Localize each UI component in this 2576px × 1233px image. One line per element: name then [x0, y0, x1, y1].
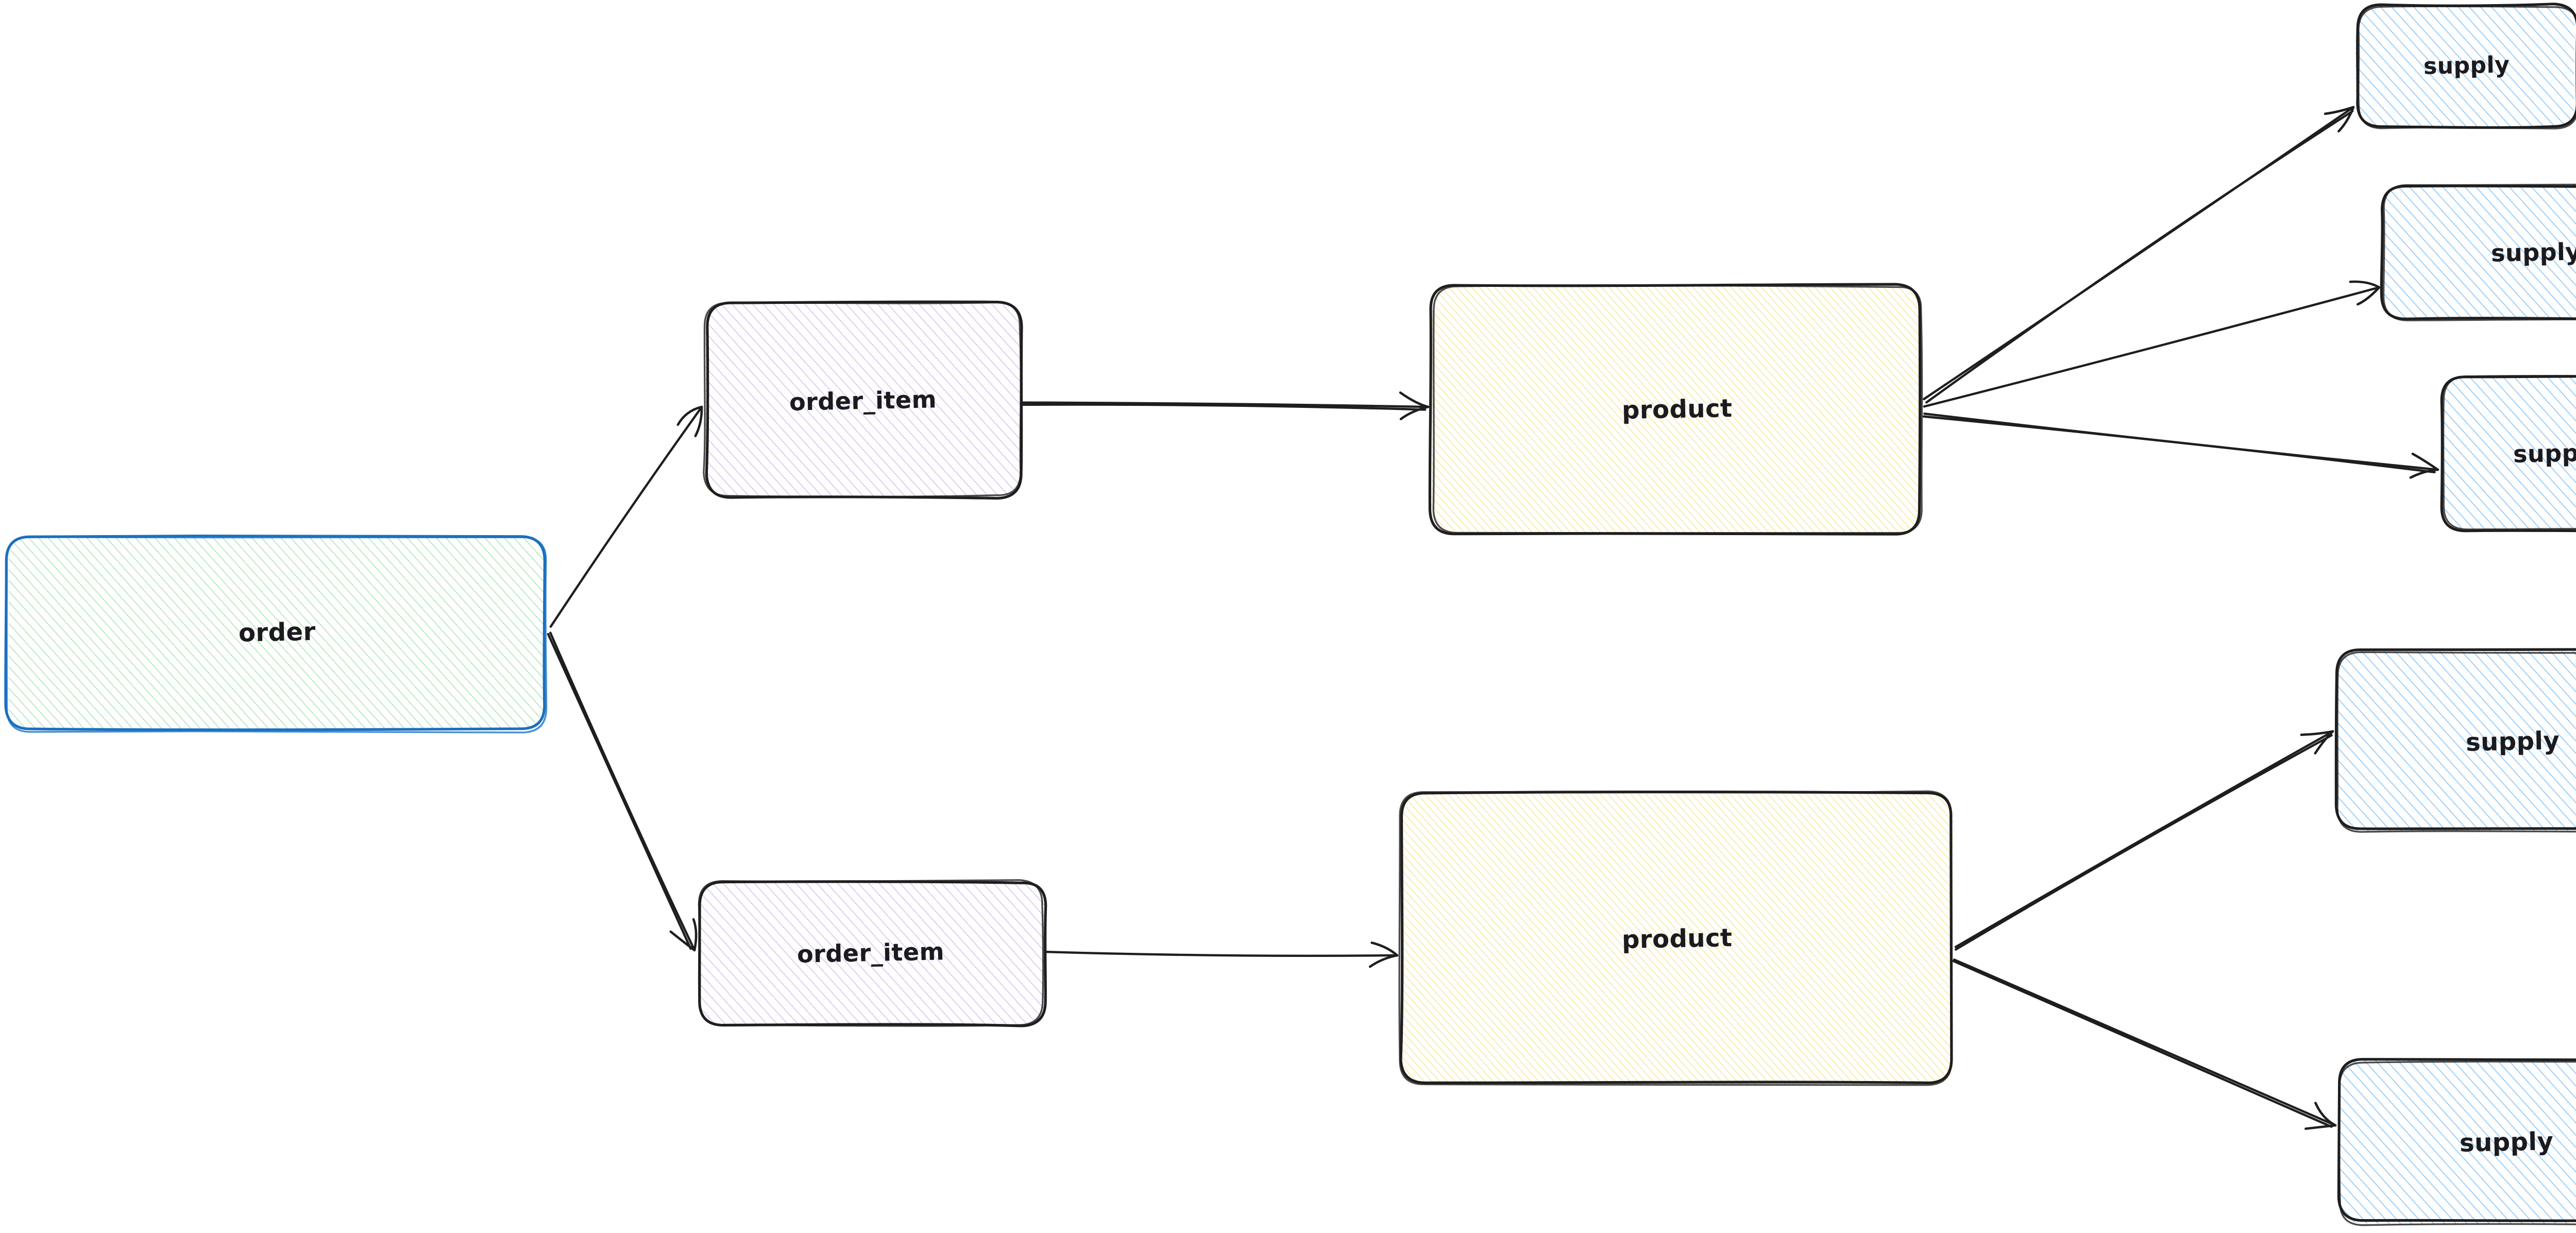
- node-order_item_1[interactable]: [703, 300, 1023, 500]
- edge-order-to-order_item_2[interactable]: [547, 631, 698, 952]
- node-label: supply: [2490, 237, 2576, 267]
- node-order-hit[interactable]: order: [8, 536, 546, 729]
- node-hatch-fill: [8, 535, 546, 730]
- node-hatch-fill: [2355, 5, 2575, 127]
- node-supply_1-hit[interactable]: supply: [2357, 5, 2576, 126]
- node-supply_2[interactable]: [2380, 183, 2576, 322]
- edge-product_1-supply_3[interactable]: [1922, 413, 2439, 479]
- node-label: product: [1621, 923, 1733, 954]
- node-outline: [2442, 375, 2576, 530]
- node-label: supply: [2423, 52, 2510, 80]
- node-supply_5-hit[interactable]: supply: [2339, 1061, 2576, 1223]
- node-order_item_2-hit[interactable]: order_item: [698, 881, 1043, 1025]
- edge-product_2-supply_4[interactable]: [1954, 730, 2334, 951]
- edge-product_1-supply_2[interactable]: [1923, 280, 2381, 408]
- node-label: supply: [2513, 438, 2576, 468]
- edge-product_2-supply_5[interactable]: [1952, 958, 2337, 1130]
- node-product_2-hit[interactable]: product: [1401, 793, 1953, 1084]
- node-outline: [2338, 1060, 2576, 1226]
- node-label: supply: [2459, 1126, 2554, 1158]
- node-hatch-fill: [699, 880, 1045, 1026]
- node-product_2[interactable]: [1398, 790, 1954, 1086]
- node-outline: [698, 879, 1044, 1027]
- node-outline: [4, 534, 546, 731]
- node-supply_3[interactable]: [2440, 374, 2576, 533]
- node-hatch-fill: [2340, 1059, 2576, 1224]
- node-order_item_2[interactable]: [697, 879, 1047, 1028]
- node-label: order_item: [789, 385, 937, 416]
- node-shape-layer: [4, 3, 2576, 1226]
- edge-order_item_2-product_2[interactable]: [1044, 941, 1399, 968]
- node-outline: [2358, 5, 2576, 130]
- node-supply_5[interactable]: [2337, 1058, 2576, 1226]
- edge-layer: [547, 106, 2439, 1130]
- node-supply_4-hit[interactable]: supply: [2336, 652, 2576, 832]
- node-outline: [2440, 375, 2576, 533]
- node-outline: [703, 301, 1022, 498]
- edge-order-to-order_item_1[interactable]: [549, 405, 703, 628]
- edge-order_item_1-product_1[interactable]: [1021, 391, 1430, 420]
- node-outline: [2382, 183, 2576, 321]
- node-product_1[interactable]: [1428, 283, 1923, 536]
- node-order[interactable]: [4, 534, 548, 733]
- node-supply_3-hit[interactable]: supply: [2442, 376, 2576, 530]
- node-supply_1[interactable]: [2355, 3, 2576, 130]
- node-order_item_1-hit[interactable]: order_item: [706, 304, 1020, 497]
- node-product_1-hit[interactable]: product: [1432, 286, 1922, 533]
- node-hatch-fill: [1401, 793, 1954, 1086]
- node-supply_2-hit[interactable]: supply: [2383, 185, 2576, 319]
- node-outline: [2334, 647, 2576, 830]
- node-outline: [6, 536, 548, 733]
- node-outline: [2380, 184, 2576, 320]
- node-label: order_item: [796, 937, 945, 968]
- node-hatch-fill: [2441, 374, 2576, 529]
- edge-product_1-supply_1[interactable]: [1923, 106, 2355, 404]
- node-label: product: [1621, 393, 1733, 425]
- node-supply_4[interactable]: [2334, 647, 2576, 833]
- node-label: supply: [2465, 726, 2561, 757]
- node-hatch-fill: [2336, 650, 2576, 831]
- node-label: order: [238, 617, 316, 647]
- node-outline: [1428, 283, 1922, 536]
- node-outline: [2356, 3, 2576, 129]
- node-hatch-fill: [1431, 285, 1922, 534]
- node-hatch-fill: [705, 303, 1022, 498]
- node-outline: [1398, 790, 1953, 1086]
- node-hatch-fill: [2382, 184, 2576, 318]
- node-outline: [2336, 651, 2576, 833]
- node-outline: [1432, 284, 1923, 535]
